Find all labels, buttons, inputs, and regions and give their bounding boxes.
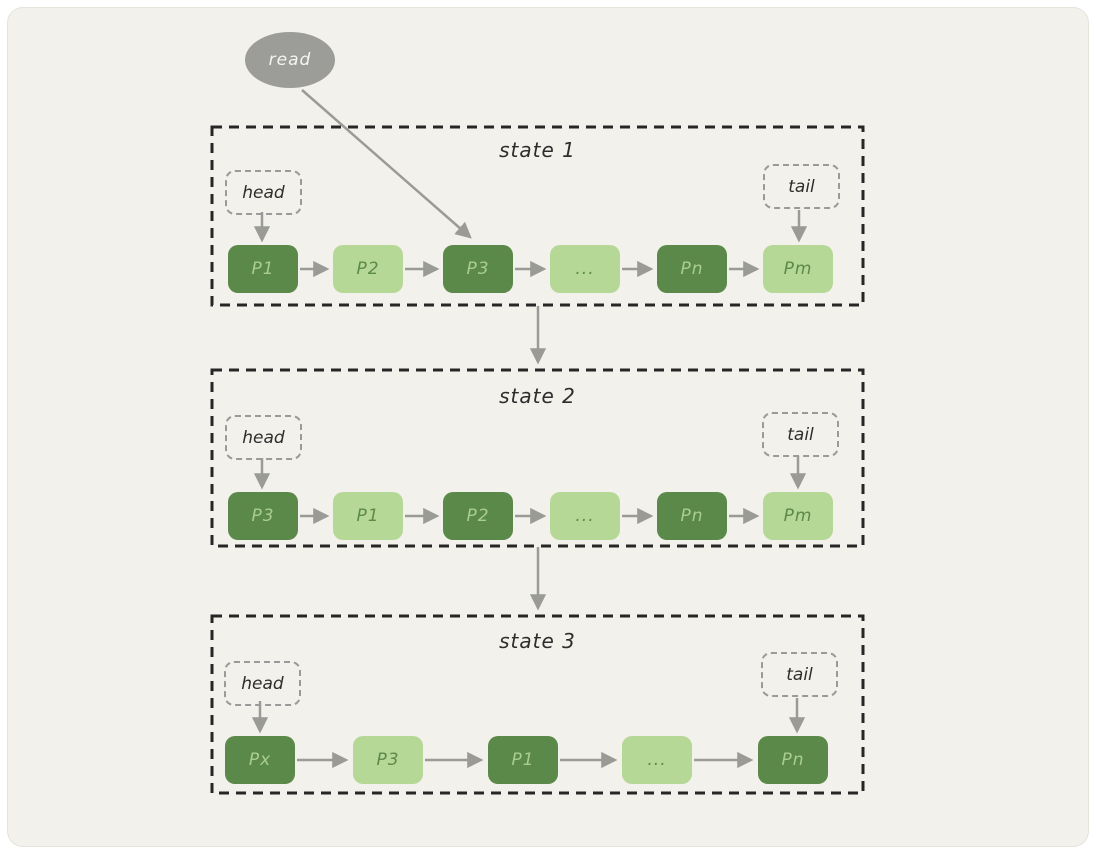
state2-node-3: P2 bbox=[443, 492, 513, 540]
state1-tail-pointer: tail bbox=[763, 164, 840, 209]
state1-node-2: P2 bbox=[333, 245, 403, 293]
state2-node-4: ... bbox=[550, 492, 620, 540]
state1-node-5: Pn bbox=[657, 245, 727, 293]
state3-node-4: ... bbox=[622, 736, 692, 784]
read-badge: read bbox=[245, 32, 335, 88]
state1-border bbox=[210, 125, 865, 307]
state3-title: state 3 bbox=[499, 629, 576, 653]
state2-tail-pointer: tail bbox=[762, 412, 839, 457]
state2-node-1: P3 bbox=[228, 492, 298, 540]
state2-node-5: Pn bbox=[657, 492, 727, 540]
state3-node-5: Pn bbox=[758, 736, 828, 784]
state1-node-4: ... bbox=[550, 245, 620, 293]
state2-title: state 2 bbox=[499, 384, 576, 408]
state3-tail-pointer: tail bbox=[761, 652, 838, 697]
diagram-canvas bbox=[7, 7, 1089, 847]
state3-node-2: P3 bbox=[353, 736, 423, 784]
state3-node-3: P1 bbox=[488, 736, 558, 784]
state1-node-6: Pm bbox=[763, 245, 833, 293]
state2-head-pointer: head bbox=[225, 415, 302, 460]
state2-node-6: Pm bbox=[763, 492, 833, 540]
state1-title: state 1 bbox=[499, 138, 576, 162]
state3-head-pointer: head bbox=[224, 661, 301, 706]
state2-node-2: P1 bbox=[333, 492, 403, 540]
state2-border bbox=[210, 368, 865, 548]
state1-head-pointer: head bbox=[225, 170, 302, 215]
state1-node-1: P1 bbox=[228, 245, 298, 293]
state1-node-3: P3 bbox=[443, 245, 513, 293]
state3-border bbox=[210, 614, 865, 795]
state3-node-1: Px bbox=[225, 736, 295, 784]
read-arrow bbox=[301, 89, 472, 239]
